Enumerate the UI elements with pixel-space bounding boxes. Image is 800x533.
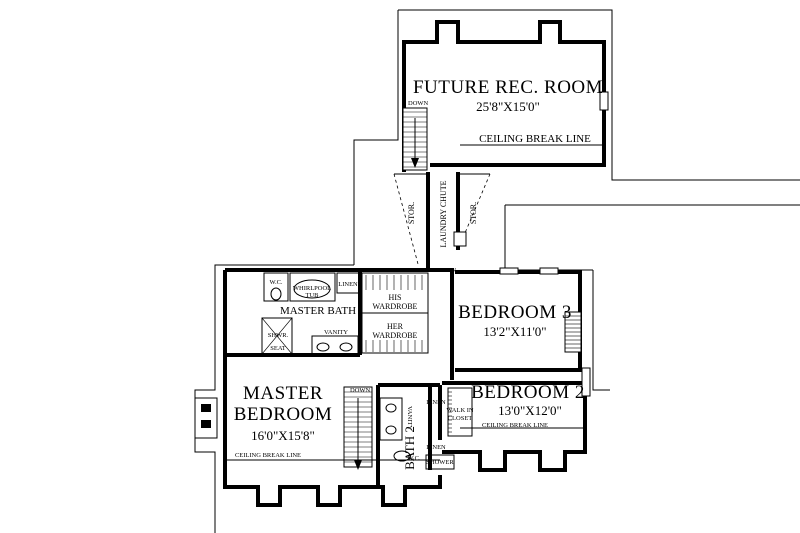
vanity-bath2: [379, 397, 403, 441]
stair-master: [343, 386, 373, 470]
ceiling-break-lines: [225, 144, 604, 461]
bedroom3-name: BEDROOM 3: [458, 302, 572, 323]
bedroom2-walls: [425, 367, 591, 472]
ceiling-break-label-rec: CEILING BREAK LINE: [479, 133, 591, 145]
linen-bath2-label-a: LINEN: [426, 399, 446, 406]
whirlpool-label-2: TUB: [306, 292, 320, 299]
linen-closet: [336, 272, 360, 294]
bath2-fixtures: [379, 397, 411, 462]
down-label-master: DOWN: [350, 387, 371, 394]
bath2-name: BATH 2: [402, 426, 417, 470]
wc-compartment: [263, 272, 289, 302]
master-suite-walls: [223, 268, 454, 507]
bedroom3-dims: 13'2"X11'0": [483, 324, 546, 339]
down-label-mid: DOWN: [436, 267, 457, 274]
her-wardrobe-label-2: WARDROBE: [373, 331, 418, 340]
ceiling-break-label-master: CEILING BREAK LINE: [235, 452, 301, 459]
walk-in-label-1: WALK IN: [446, 407, 474, 414]
shower-stall: [261, 317, 293, 355]
future-rec-room-walls: [402, 20, 609, 172]
walk-in-label-2: CLOSET: [448, 415, 473, 422]
laundry-chute-label: LAUNDRY CHUTE: [439, 180, 448, 247]
vanity-bath2-label: VANITY: [406, 406, 413, 430]
wc-master-label: W.C.: [269, 279, 282, 286]
whirlpool-tub: [289, 272, 336, 302]
shower-bath2-label: SHOWER: [426, 459, 454, 466]
ceiling-break-label-bed2: CEILING BREAK LINE: [482, 422, 548, 429]
room-labels: FUTURE REC. ROOM 25'8"X15'0" CEILING BRE…: [234, 77, 603, 470]
bedroom2-name: BEDROOM 2: [471, 382, 585, 403]
wc-bath2-label: W.C.: [407, 455, 420, 462]
master-bath-fixtures: [261, 272, 360, 355]
shower-label: SHWR.: [268, 332, 289, 339]
master-bedroom-name-1: MASTER: [243, 383, 323, 404]
his-wardrobe-label-2: WARDROBE: [373, 302, 418, 311]
wardrobes: [361, 272, 429, 354]
down-label-top: DOWN: [408, 100, 429, 107]
exterior-door-element: [194, 397, 218, 439]
linen-bath2-label-b: LINEN: [426, 444, 446, 451]
stair-top: [402, 107, 428, 171]
future-rec-room-dims: 25'8"X15'0": [476, 99, 540, 114]
roof-outline: [194, 9, 800, 533]
her-wardrobe-label-1: HER: [387, 322, 404, 331]
future-rec-room-name: FUTURE REC. ROOM: [413, 77, 603, 98]
his-wardrobe-label-1: HIS: [389, 293, 402, 302]
master-bath-name: MASTER BATH: [280, 305, 356, 317]
vanity-master-label: VANITY: [324, 329, 348, 336]
linen-label-top: LINEN: [338, 281, 358, 288]
window: [599, 91, 609, 111]
stor-left-label: STOR.: [407, 202, 416, 224]
bedroom3-walls: [455, 267, 582, 372]
seat-label: SEAT: [270, 345, 286, 352]
vanity-master: [311, 335, 359, 355]
master-bedroom-name-2: BEDROOM: [234, 404, 333, 425]
stor-right-label: STOR.: [469, 202, 478, 224]
master-bedroom-dims: 16'0"X15'8": [251, 428, 315, 443]
bedroom2-dims: 13'0"X12'0": [498, 403, 562, 418]
central-walls: [393, 172, 491, 268]
whirlpool-label-1: WHIRLPOOL: [293, 285, 331, 292]
